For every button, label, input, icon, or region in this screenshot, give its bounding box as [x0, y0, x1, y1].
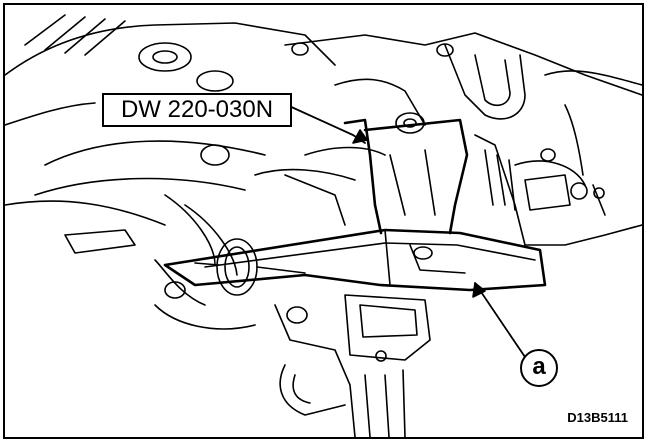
- engine-mount-drawing: [5, 14, 642, 437]
- lower-jack-body: [154, 294, 431, 437]
- part-callout-a: a: [520, 349, 558, 387]
- tool-callout-label: DW 220-030N: [102, 93, 292, 127]
- figure-id-label: D13B5111: [567, 410, 628, 425]
- jack-attachment-bar: [163, 228, 547, 292]
- left-pipes: [5, 140, 266, 276]
- mount-insulator: [254, 118, 469, 235]
- part-arrow-head: [472, 282, 486, 298]
- jack-knob: [154, 238, 306, 306]
- engine-side-block: [474, 104, 642, 246]
- tool-arrow-head: [352, 129, 368, 144]
- illustration-frame: DW 220-030N a D13B5111: [3, 3, 644, 439]
- upper-mount-bracket: [284, 32, 642, 134]
- upper-left-body-panel: [5, 14, 336, 126]
